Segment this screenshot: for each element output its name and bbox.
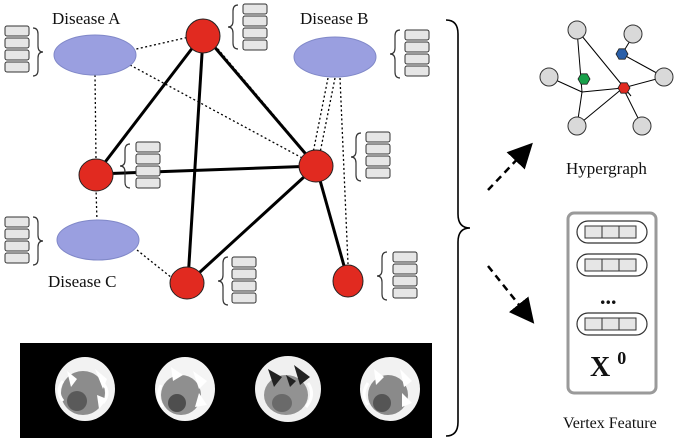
edge-c-r3 [136, 249, 173, 279]
arrow-to-hypergraph [487, 142, 533, 191]
ct-slice-2 [155, 357, 215, 421]
hexagon-red-icon [617, 82, 631, 94]
label-vertex-feature: Vertex Feature [563, 415, 657, 432]
patient-node-1 [185, 18, 221, 54]
edge-r4-r5 [314, 165, 350, 281]
ct-slice-3 [255, 356, 321, 422]
hexagon-green-icon [577, 73, 591, 85]
edge-r2-r4 [95, 164, 317, 176]
edge-b-r5 [339, 77, 349, 265]
edge-a-r4 [129, 64, 307, 161]
right-brace [445, 19, 471, 437]
edge-r1-r3 [186, 37, 205, 281]
vertex-feature-row [576, 220, 648, 244]
feature-stack-patient-4 [350, 131, 391, 182]
feature-stack-patient-2 [119, 141, 161, 189]
hyper-node [654, 67, 674, 87]
feature-stack-disease-a [4, 25, 44, 77]
patient-node-4 [298, 149, 334, 183]
label-hypergraph: Hypergraph [566, 159, 647, 178]
edge-r2-c [95, 187, 98, 223]
feature-stack-patient-5 [376, 251, 418, 301]
solid-edges [94, 36, 350, 285]
hyper-node [567, 116, 587, 136]
edge-r1-r2 [94, 37, 202, 175]
label-disease-c: Disease C [48, 272, 116, 291]
hypergraph-icon [539, 20, 674, 136]
feature-stack-patient-1 [227, 3, 268, 51]
disease-node-a [53, 34, 137, 76]
feature-stack-disease-c [4, 216, 44, 266]
patient-node-3 [169, 266, 205, 300]
feature-stack-patient-3 [217, 256, 257, 306]
label-x0: X 0 [590, 348, 626, 383]
edge-r1-r4-solid [204, 36, 318, 167]
hyper-node [623, 24, 643, 44]
patient-node-2 [78, 158, 114, 192]
edge-b-r4b [319, 77, 336, 154]
hyper-node [567, 20, 587, 40]
vertex-feature-row [576, 253, 648, 277]
disease-node-c [56, 219, 140, 261]
ct-slice-4 [360, 357, 420, 421]
edge-r3-r4 [186, 164, 318, 285]
label-disease-a: Disease A [52, 9, 121, 28]
disease-node-b [293, 36, 377, 78]
vertex-feature-row [576, 312, 648, 336]
patient-node-5 [332, 264, 364, 298]
label-x0-sup: 0 [617, 348, 626, 368]
edge-b-r4a [312, 77, 329, 154]
arrow-to-vertex-feature [487, 265, 535, 324]
edge-a-r2 [94, 74, 97, 161]
hyper-node [539, 67, 559, 87]
hyper-node [632, 116, 652, 136]
feature-stack-disease-b [389, 29, 430, 79]
hexagon-blue-icon [615, 48, 629, 60]
label-disease-b: Disease B [300, 9, 368, 28]
ct-scan-slices [55, 356, 420, 422]
label-x0-base: X [590, 352, 610, 383]
label-ellipsis: ... [600, 284, 617, 309]
ct-slice-1 [55, 357, 115, 421]
